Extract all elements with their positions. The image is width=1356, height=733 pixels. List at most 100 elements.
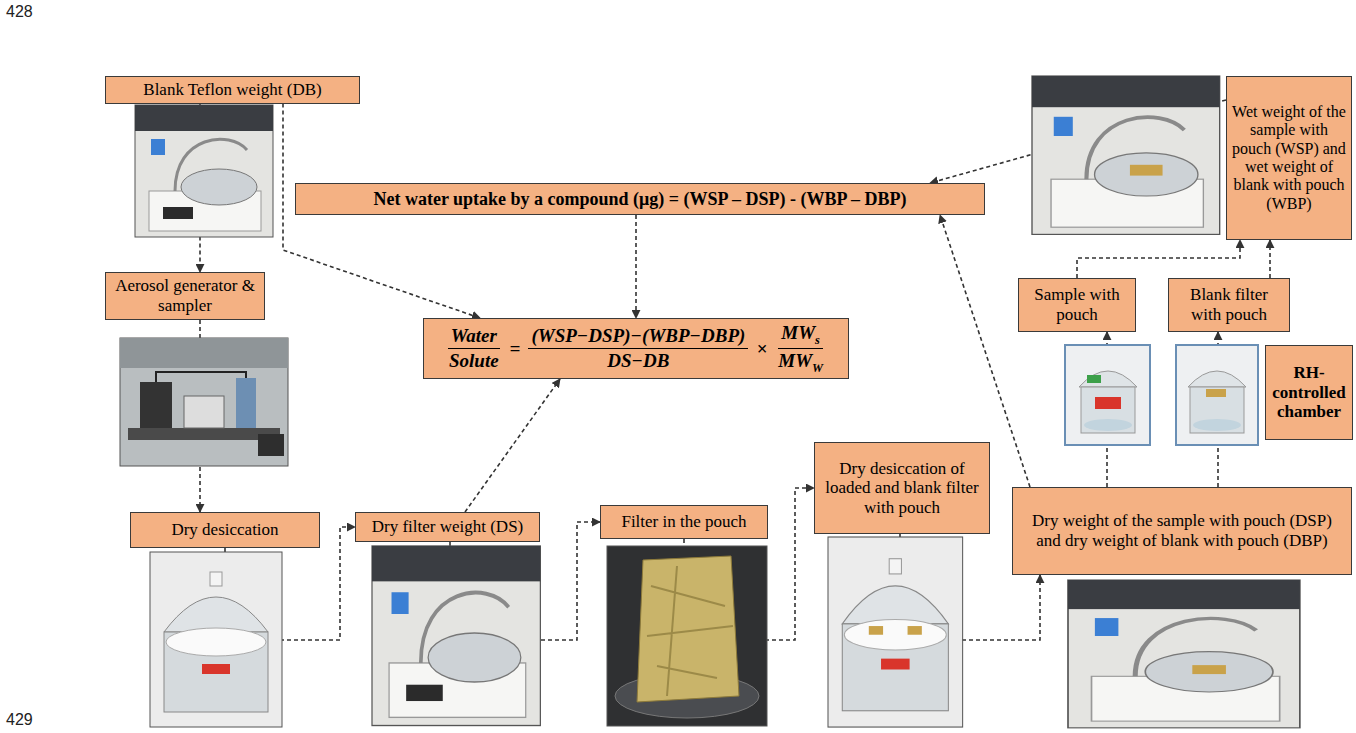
green-label [1087,375,1101,383]
meter [258,434,284,456]
photo-frame [1032,76,1220,234]
pouch [869,626,883,635]
node-text: Sample with pouch [1024,285,1130,324]
jar-body [1190,387,1244,433]
node-text: Dry desiccation of loaded and blank filt… [820,459,984,518]
formula-text: s [815,333,820,347]
balance-photo [1068,580,1300,728]
generator [140,382,172,428]
numerator: Water [448,325,500,349]
formula-text: = [510,338,521,360]
process-box: Blank filter with pouch [1168,278,1290,332]
photo-frame [1068,580,1300,728]
display [406,685,443,701]
node-text: Blank filter with pouch [1174,285,1284,324]
photo-frame [1176,345,1258,445]
sticky-note [1095,618,1119,636]
draft-shield [181,169,257,205]
draft-shield [1095,153,1198,196]
dashed-arrow [635,215,637,318]
dome [1188,371,1246,387]
denominator: DS−DB [604,349,672,372]
gooseneck [421,593,509,663]
solution [1084,419,1132,431]
dashed-arrow [1269,240,1271,278]
denominator: MWW [775,349,826,375]
dome [164,597,268,632]
process-box: Blank Teflon weight (DB) [105,76,360,104]
draft-shield [1145,652,1273,692]
monitor [1068,580,1300,609]
process-box: Net water uptake by a compound (μg) = (W… [295,183,985,215]
node-text: RH-controlled chamber [1271,363,1347,422]
node-text: Net water uptake by a compound (μg) = (W… [373,189,906,210]
node-text: Wet weight of the sample with pouch (WSP… [1232,103,1346,213]
sticky-note [1054,117,1073,136]
photo-frame [135,105,273,237]
formula-text: DS−DB [607,350,669,371]
knob [889,559,901,574]
formula-box: WaterSolute=(WSP−DSP)−(WBP−DBP)DS−DB×MWs… [423,318,849,379]
photo-frame [372,546,540,726]
balance-photo [135,105,273,237]
process-box: Dry filter weight (DS) [355,512,540,542]
process-box: Wet weight of the sample with pouch (WSP… [1226,76,1352,240]
red-label [1095,397,1121,409]
dashed-arrow [465,379,560,512]
pouch [1206,389,1226,397]
photo-frame [607,546,767,726]
knob [210,572,222,586]
jar-photo [1176,345,1258,445]
balance-photo [372,546,540,726]
bench [128,428,280,440]
desiccator-photo [150,552,282,727]
dome [842,586,948,624]
node-text: Blank Teflon weight (DB) [143,80,321,100]
sticky-note [151,139,165,155]
node-text: Dry desiccation [171,520,278,540]
balance-photo [1032,76,1220,234]
formula-text: Solute [449,350,499,371]
dome [1079,371,1137,387]
hood-wall [120,338,288,368]
node-text: Aerosol generator & sampler [111,276,259,315]
fraction: WaterSolute [446,325,502,372]
display [163,207,193,219]
node-text: Dry filter weight (DS) [372,517,524,537]
formula-text: W [812,361,823,375]
node-text: Dry weight of the sample with pouch (DSP… [1018,511,1346,550]
foil-pouch [637,556,739,702]
jar-body [1081,387,1135,433]
pouch [908,626,922,635]
pouch [1130,165,1163,176]
red-label [881,659,910,670]
formula-text: × [756,338,767,360]
solution [1193,419,1241,431]
pump [236,378,256,428]
photo-frame [150,552,282,727]
jar-photo [1065,345,1150,445]
formula-text: Water [451,325,497,346]
gooseneck [1135,618,1256,676]
line-number: 428 [6,3,33,21]
fraction: MWsMWW [775,322,826,375]
node-text: Filter in the pouch [621,512,746,532]
gooseneck [1086,117,1184,179]
plate [844,620,946,650]
monitor [1032,76,1220,107]
tubing [156,372,246,382]
line-number: 429 [6,711,33,729]
foil-creases [647,566,733,696]
monitor [372,546,540,581]
fraction: (WSP−DSP)−(WBP−DBP)DS−DB [528,325,748,372]
sticky-note [392,592,409,614]
pouch-photo [607,546,767,726]
process-box: Dry desiccation of loaded and blank filt… [814,442,990,534]
pouch [1192,665,1226,674]
draft-shield [428,633,521,682]
photo-frame [1065,345,1150,445]
aerosol-photo [120,338,288,466]
plate [166,628,266,656]
photo-frame [120,338,288,466]
red-label [202,664,230,674]
